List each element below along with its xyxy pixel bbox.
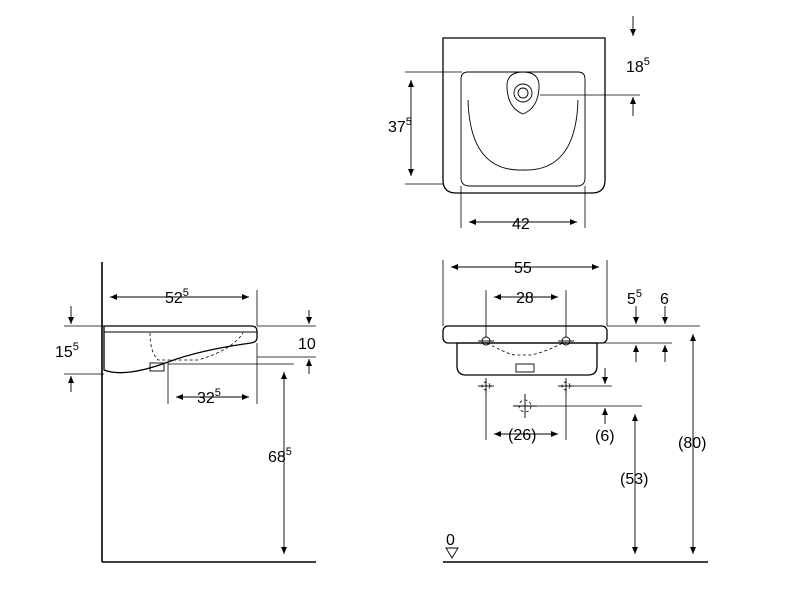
dim-waste-offset: (6) [595,428,615,445]
tap-hole-inner-icon [517,87,529,99]
dim-rim-b: 6 [660,291,669,308]
fixing-point-icon [478,336,494,346]
dim-fixing-width: 28 [516,290,534,307]
dim-rim: 10 [298,336,316,353]
dim-overall-depth: 525 [165,287,189,307]
dim-tap-offset: 185 [626,56,650,76]
side-view: 525 155 10 325 685 [55,262,316,563]
dim-bowl-depth: 325 [197,387,221,407]
dim-total-height: (80) [678,435,706,452]
front-view-rim [442,325,608,344]
waste-fixing-icon [558,378,574,394]
dim-height-total: 155 [55,341,79,361]
floor-level-label: 0 [446,532,455,549]
waste-pipe-icon [513,394,537,418]
waste-outlet [149,362,165,372]
dim-depth: 375 [388,116,412,136]
tap-hole-icon [513,83,533,103]
dim-waste-spacing: (26) [508,427,536,444]
side-view-basin [103,325,258,374]
fixing-point-icon [558,336,574,346]
dim-basin-width: 42 [512,216,530,233]
dim-waste-height: (53) [620,471,648,488]
top-view-outline [442,37,606,194]
dim-rim-a: 55 [627,288,642,308]
top-view-basin-arc [467,99,579,171]
top-view-bowl [460,71,586,187]
dim-mount-height: 685 [268,446,292,466]
dim-overall-width: 55 [514,260,532,277]
top-view-tap-ledge [506,71,540,115]
waste-fixing-icon [478,378,494,394]
floor-level-triangle-icon [445,547,459,559]
top-view: 185 375 42 [388,16,650,233]
front-view-bowl [456,342,598,376]
front-view: 55 28 55 6 (26) (6) (53) (80) [442,260,708,563]
front-waste-outlet [515,363,535,373]
